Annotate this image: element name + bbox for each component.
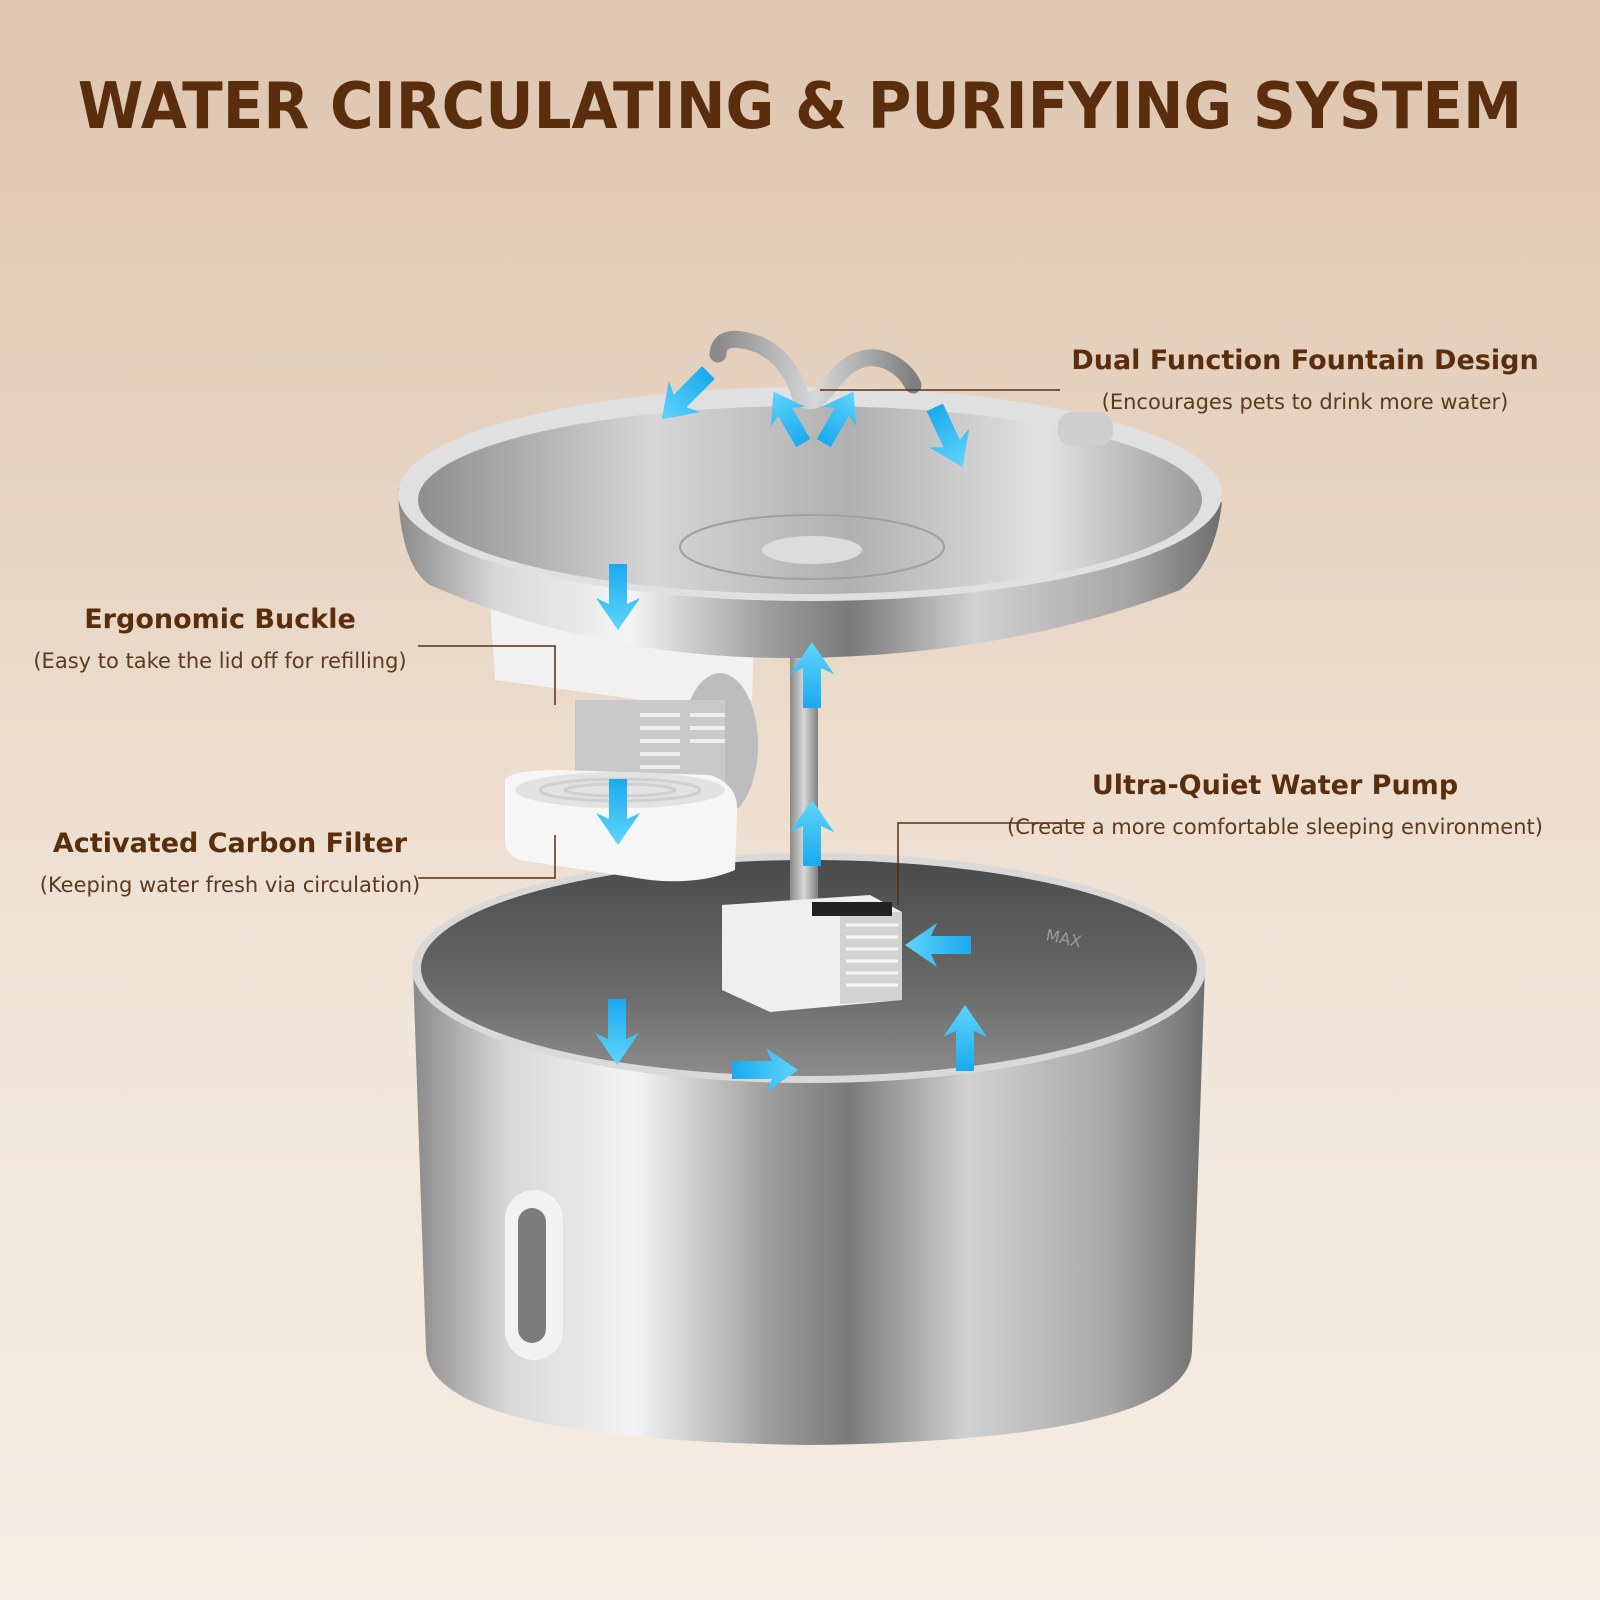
callout-subtext: (Encourages pets to drink more water): [1101, 390, 1509, 414]
callout-lines: [418, 389, 1085, 905]
callout-fountain: Dual Function Fountain Design (Encourage…: [1070, 345, 1540, 414]
callout-heading: Ergonomic Buckle: [84, 604, 356, 635]
water-pump: [722, 895, 902, 1012]
callout-heading: Activated Carbon Filter: [52, 828, 408, 859]
callout-subtext: (Easy to take the lid off for refilling): [33, 649, 407, 673]
page-title: WATER CIRCULATING & PURIFYING SYSTEM: [77, 70, 1523, 144]
pump-callout-line: [897, 822, 1085, 905]
callout-buckle: Ergonomic Buckle (Easy to take the lid o…: [20, 604, 420, 673]
callout-heading: Dual Function Fountain Design: [1071, 345, 1539, 376]
buckle: [1058, 412, 1113, 446]
filter-callout-line: [418, 835, 556, 879]
fountain-spout: [709, 330, 922, 556]
callout-subtext: (Create a more comfortable sleeping envi…: [1007, 815, 1543, 839]
callout-heading: Ultra-Quiet Water Pump: [1091, 770, 1459, 801]
callout-pump: Ultra-Quiet Water Pump (Create a more co…: [985, 770, 1565, 839]
buckle-callout-line: [418, 645, 556, 705]
callout-filter: Activated Carbon Filter (Keeping water f…: [20, 828, 440, 897]
bowl: MAX: [412, 853, 1206, 1445]
callout-subtext: (Keeping water fresh via circulation): [39, 873, 421, 897]
